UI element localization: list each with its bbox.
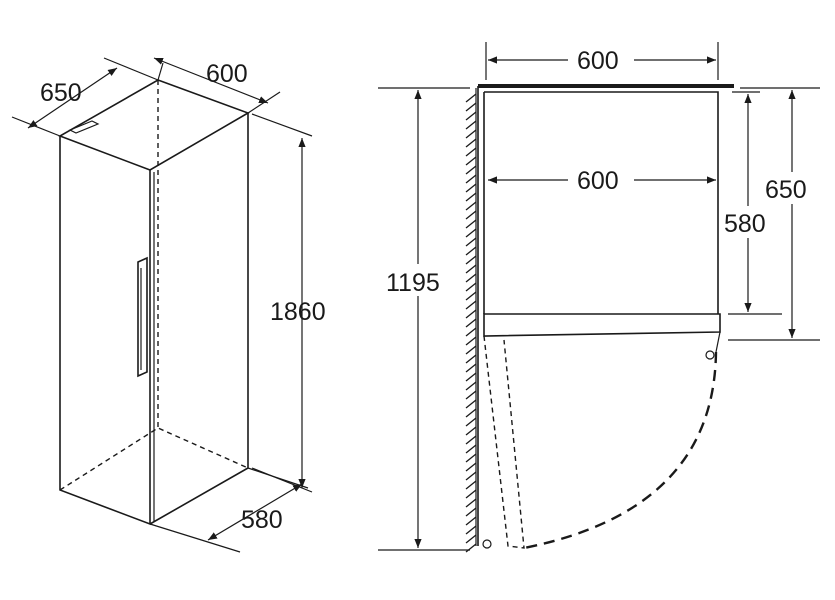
wall-hatch-line	[465, 327, 477, 337]
wall-hatch-line	[465, 291, 477, 301]
wall-hatch-line	[465, 120, 477, 130]
depth-label: 650	[40, 79, 82, 107]
wall-hatch-line	[465, 318, 477, 328]
wall-hatch-line	[465, 219, 477, 229]
wall-hatch-line	[465, 543, 477, 553]
wall-hatch-line	[465, 147, 477, 157]
wall-hatch-line	[465, 399, 477, 409]
wall-hatch-line	[465, 354, 477, 364]
wall-hatch-line	[465, 525, 477, 535]
wall-hatch-line	[465, 129, 477, 139]
wall-hatch-line	[465, 246, 477, 256]
wall-hatch-line	[465, 102, 477, 112]
wall-hatch-line	[465, 282, 477, 292]
wall-hatch-line	[465, 462, 477, 472]
plan-view: 600 600 580 650	[378, 42, 820, 553]
appliance-plan	[477, 84, 734, 546]
wall-hatch-line	[465, 372, 477, 382]
wall-hatch-line	[465, 183, 477, 193]
door-handle	[137, 256, 148, 378]
wall-hatch-line	[465, 156, 477, 166]
wall-hatch-line	[465, 201, 477, 211]
open-door	[482, 335, 718, 550]
wall-hatch-line	[465, 210, 477, 220]
height-label: 1860	[270, 298, 326, 326]
wall-hatch-line	[465, 426, 477, 436]
wall-hatch-line	[465, 498, 477, 508]
wall-hatch-line	[465, 444, 477, 454]
plan-width-dimension: 600	[485, 42, 719, 80]
wall-hatch-line	[465, 192, 477, 202]
plan-inner-depth-label: 580	[724, 210, 766, 238]
wall-hatch-line	[465, 273, 477, 283]
plan-depth-label: 650	[765, 176, 807, 204]
appliance-body	[58, 79, 250, 526]
wall-hatch-line	[465, 471, 477, 481]
wall-hatch-line	[465, 93, 477, 103]
inner-depth-dimension: 580	[149, 467, 309, 553]
plan-width-label: 600	[577, 47, 619, 75]
wall-hatch-line	[465, 363, 477, 373]
wall-hatch-line	[465, 174, 477, 184]
width-label: 600	[206, 60, 248, 88]
wall-hatch-line	[465, 138, 477, 148]
wall	[465, 88, 477, 553]
wall-hatch-line	[465, 111, 477, 121]
height-dimension: 1860	[251, 113, 326, 493]
wall-hatch-line	[465, 264, 477, 274]
wall-hatch-line	[465, 390, 477, 400]
wall-hatch-line	[465, 381, 477, 391]
wall-hatch-line	[465, 300, 477, 310]
plan-inner-width-dimension: 600	[488, 164, 716, 195]
wall-hatch-line	[465, 237, 477, 247]
inner-depth-label: 580	[241, 506, 283, 534]
door-swing-label: 1195	[386, 269, 440, 297]
door-swing-dimension: 1195	[378, 87, 470, 551]
width-dimension: 600	[153, 57, 281, 114]
wall-hatch-line	[465, 255, 477, 265]
depth-dimension: 650	[11, 57, 159, 137]
wall-hatch-line	[465, 489, 477, 499]
plan-depth-dimension: 650	[728, 87, 820, 341]
plan-inner-depth-dimension: 580	[722, 91, 782, 315]
wall-hatch-line	[465, 345, 477, 355]
wall-hatch-line	[465, 480, 477, 490]
wall-hatch-line	[465, 228, 477, 238]
wall-hatch-line	[465, 408, 477, 418]
wall-hatch-line	[465, 165, 477, 175]
wall-hatch-line	[465, 309, 477, 319]
wall-hatch-line	[465, 534, 477, 544]
plan-inner-width-label: 600	[577, 167, 619, 195]
wall-hatch-line	[465, 516, 477, 526]
wall-hatch-line	[465, 453, 477, 463]
wall-hatch-line	[465, 507, 477, 517]
isometric-view: 650 600 1860 580	[11, 57, 326, 553]
wall-hatch-line	[465, 417, 477, 427]
wall-hatch-line	[465, 435, 477, 445]
wall-hatch-line	[465, 336, 477, 346]
